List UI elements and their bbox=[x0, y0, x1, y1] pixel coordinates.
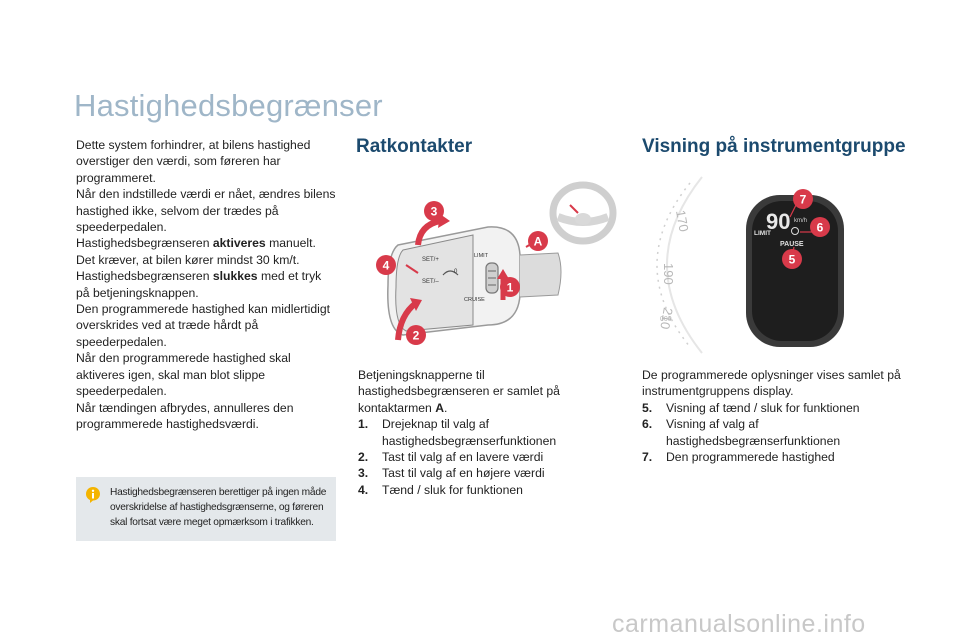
intro-line: Dette system forhindrer, at bilens hasti… bbox=[76, 138, 311, 185]
note-text: Hastighedsbegrænseren berettiger på inge… bbox=[110, 487, 327, 529]
svg-text:A: A bbox=[534, 235, 543, 249]
limiter-display: 90 km/h LIMIT PAUSE bbox=[746, 195, 844, 347]
list-item: 3.Tast til valg af en højere værdi bbox=[358, 466, 545, 481]
intro-line: Når den programmerede hastighed skal akt… bbox=[76, 351, 291, 399]
list-item: 1.Drejeknap til valg af hastighedsbegræn… bbox=[358, 417, 557, 448]
marker-5: 5 bbox=[782, 249, 802, 269]
pause-label: PAUSE bbox=[780, 241, 804, 248]
intro-line: Hastighedsbegrænseren slukkes med et try… bbox=[76, 269, 322, 300]
programmed-speed: 90 bbox=[766, 209, 790, 234]
instrument-cluster-illustration: 170 190 210 000 90 km/h LIMIT PAUSE 7 6 … bbox=[656, 176, 844, 354]
ratkontakter-description: Betjeningsknapperne til hastighedsbegræn… bbox=[358, 368, 560, 415]
ratkontakter-text: Betjeningsknapperne til hastighedsbegræn… bbox=[358, 367, 588, 498]
odometer: 000 bbox=[660, 316, 672, 323]
marker-2: 2 bbox=[406, 325, 426, 345]
stalk-label-zero: 0 bbox=[454, 269, 458, 275]
note-box: Hastighedsbegrænseren berettiger på inge… bbox=[76, 477, 336, 541]
svg-text:1: 1 bbox=[507, 281, 514, 295]
visning-description: De programmerede oplysninger vises samle… bbox=[642, 368, 901, 399]
visning-text: De programmerede oplysninger vises samle… bbox=[642, 367, 912, 465]
intro-text: Dette system forhindrer, at bilens hasti… bbox=[76, 137, 338, 432]
svg-text:3: 3 bbox=[431, 205, 438, 219]
svg-text:7: 7 bbox=[800, 193, 807, 207]
marker-4: 4 bbox=[376, 255, 396, 275]
intro-line: Det kræver, at bilen kører mindst 30 km/… bbox=[76, 252, 300, 267]
svg-text:2: 2 bbox=[413, 329, 420, 343]
intro-line: Når tændingen afbrydes, annulleres den p… bbox=[76, 400, 294, 431]
arrow-icon bbox=[415, 218, 441, 246]
limit-label: LIMIT bbox=[754, 230, 771, 237]
speed-unit: km/h bbox=[794, 218, 807, 224]
svg-text:4: 4 bbox=[383, 259, 390, 273]
arrow-icon bbox=[410, 298, 422, 311]
speedometer-dial: 170 190 210 000 bbox=[656, 176, 703, 354]
marker-1: 1 bbox=[500, 277, 520, 297]
dial-number: 210 bbox=[657, 306, 676, 330]
list-item: 7.Den programmerede hastighed bbox=[642, 450, 835, 465]
watermark: carmanualsonline.info bbox=[612, 610, 866, 638]
dial-number: 190 bbox=[661, 263, 676, 285]
arrow-icon bbox=[497, 269, 509, 279]
list-item: 5.Visning af tænd / sluk for funktionen bbox=[642, 400, 860, 415]
stalk-label-cruise: CRUISE bbox=[464, 297, 485, 303]
svg-text:5: 5 bbox=[789, 253, 796, 267]
marker-6: 6 bbox=[810, 217, 830, 237]
limiter-icon bbox=[791, 227, 799, 235]
stalk-label-set-plus: SET/+ bbox=[422, 257, 439, 263]
marker-a: A bbox=[528, 231, 548, 251]
intro-line: Hastighedsbegrænseren aktiveres manuelt. bbox=[76, 236, 316, 251]
list-item: 4.Tænd / sluk for funktionen bbox=[358, 482, 523, 497]
dial-number: 170 bbox=[673, 209, 692, 233]
section-heading-visning: Visning på instrumentgruppe bbox=[642, 136, 906, 157]
section-heading-ratkontakter: Ratkontakter bbox=[356, 136, 473, 157]
stalk-label-limit: LIMIT bbox=[474, 253, 489, 259]
marker-7: 7 bbox=[793, 189, 813, 209]
list-item: 6.Visning af valg af hastighedsbegrænser… bbox=[642, 417, 841, 448]
page-title: Hastighedsbegrænser bbox=[74, 88, 383, 123]
intro-line: Når den indstillede værdi er nået, ændre… bbox=[76, 187, 336, 235]
intro-line: Den programmerede hastighed kan midlerti… bbox=[76, 302, 331, 349]
list-item: 2.Tast til valg af en lavere værdi bbox=[358, 450, 544, 465]
svg-text:6: 6 bbox=[817, 221, 824, 235]
marker-3: 3 bbox=[424, 201, 444, 221]
stalk-label-set-minus: SET/– bbox=[422, 279, 439, 285]
steering-wheel-icon bbox=[549, 181, 617, 245]
info-icon bbox=[86, 487, 100, 503]
stalk-illustration: SET/+ SET/– LIMIT CRUISE 0 3 A 4 1 2 bbox=[376, 181, 617, 345]
